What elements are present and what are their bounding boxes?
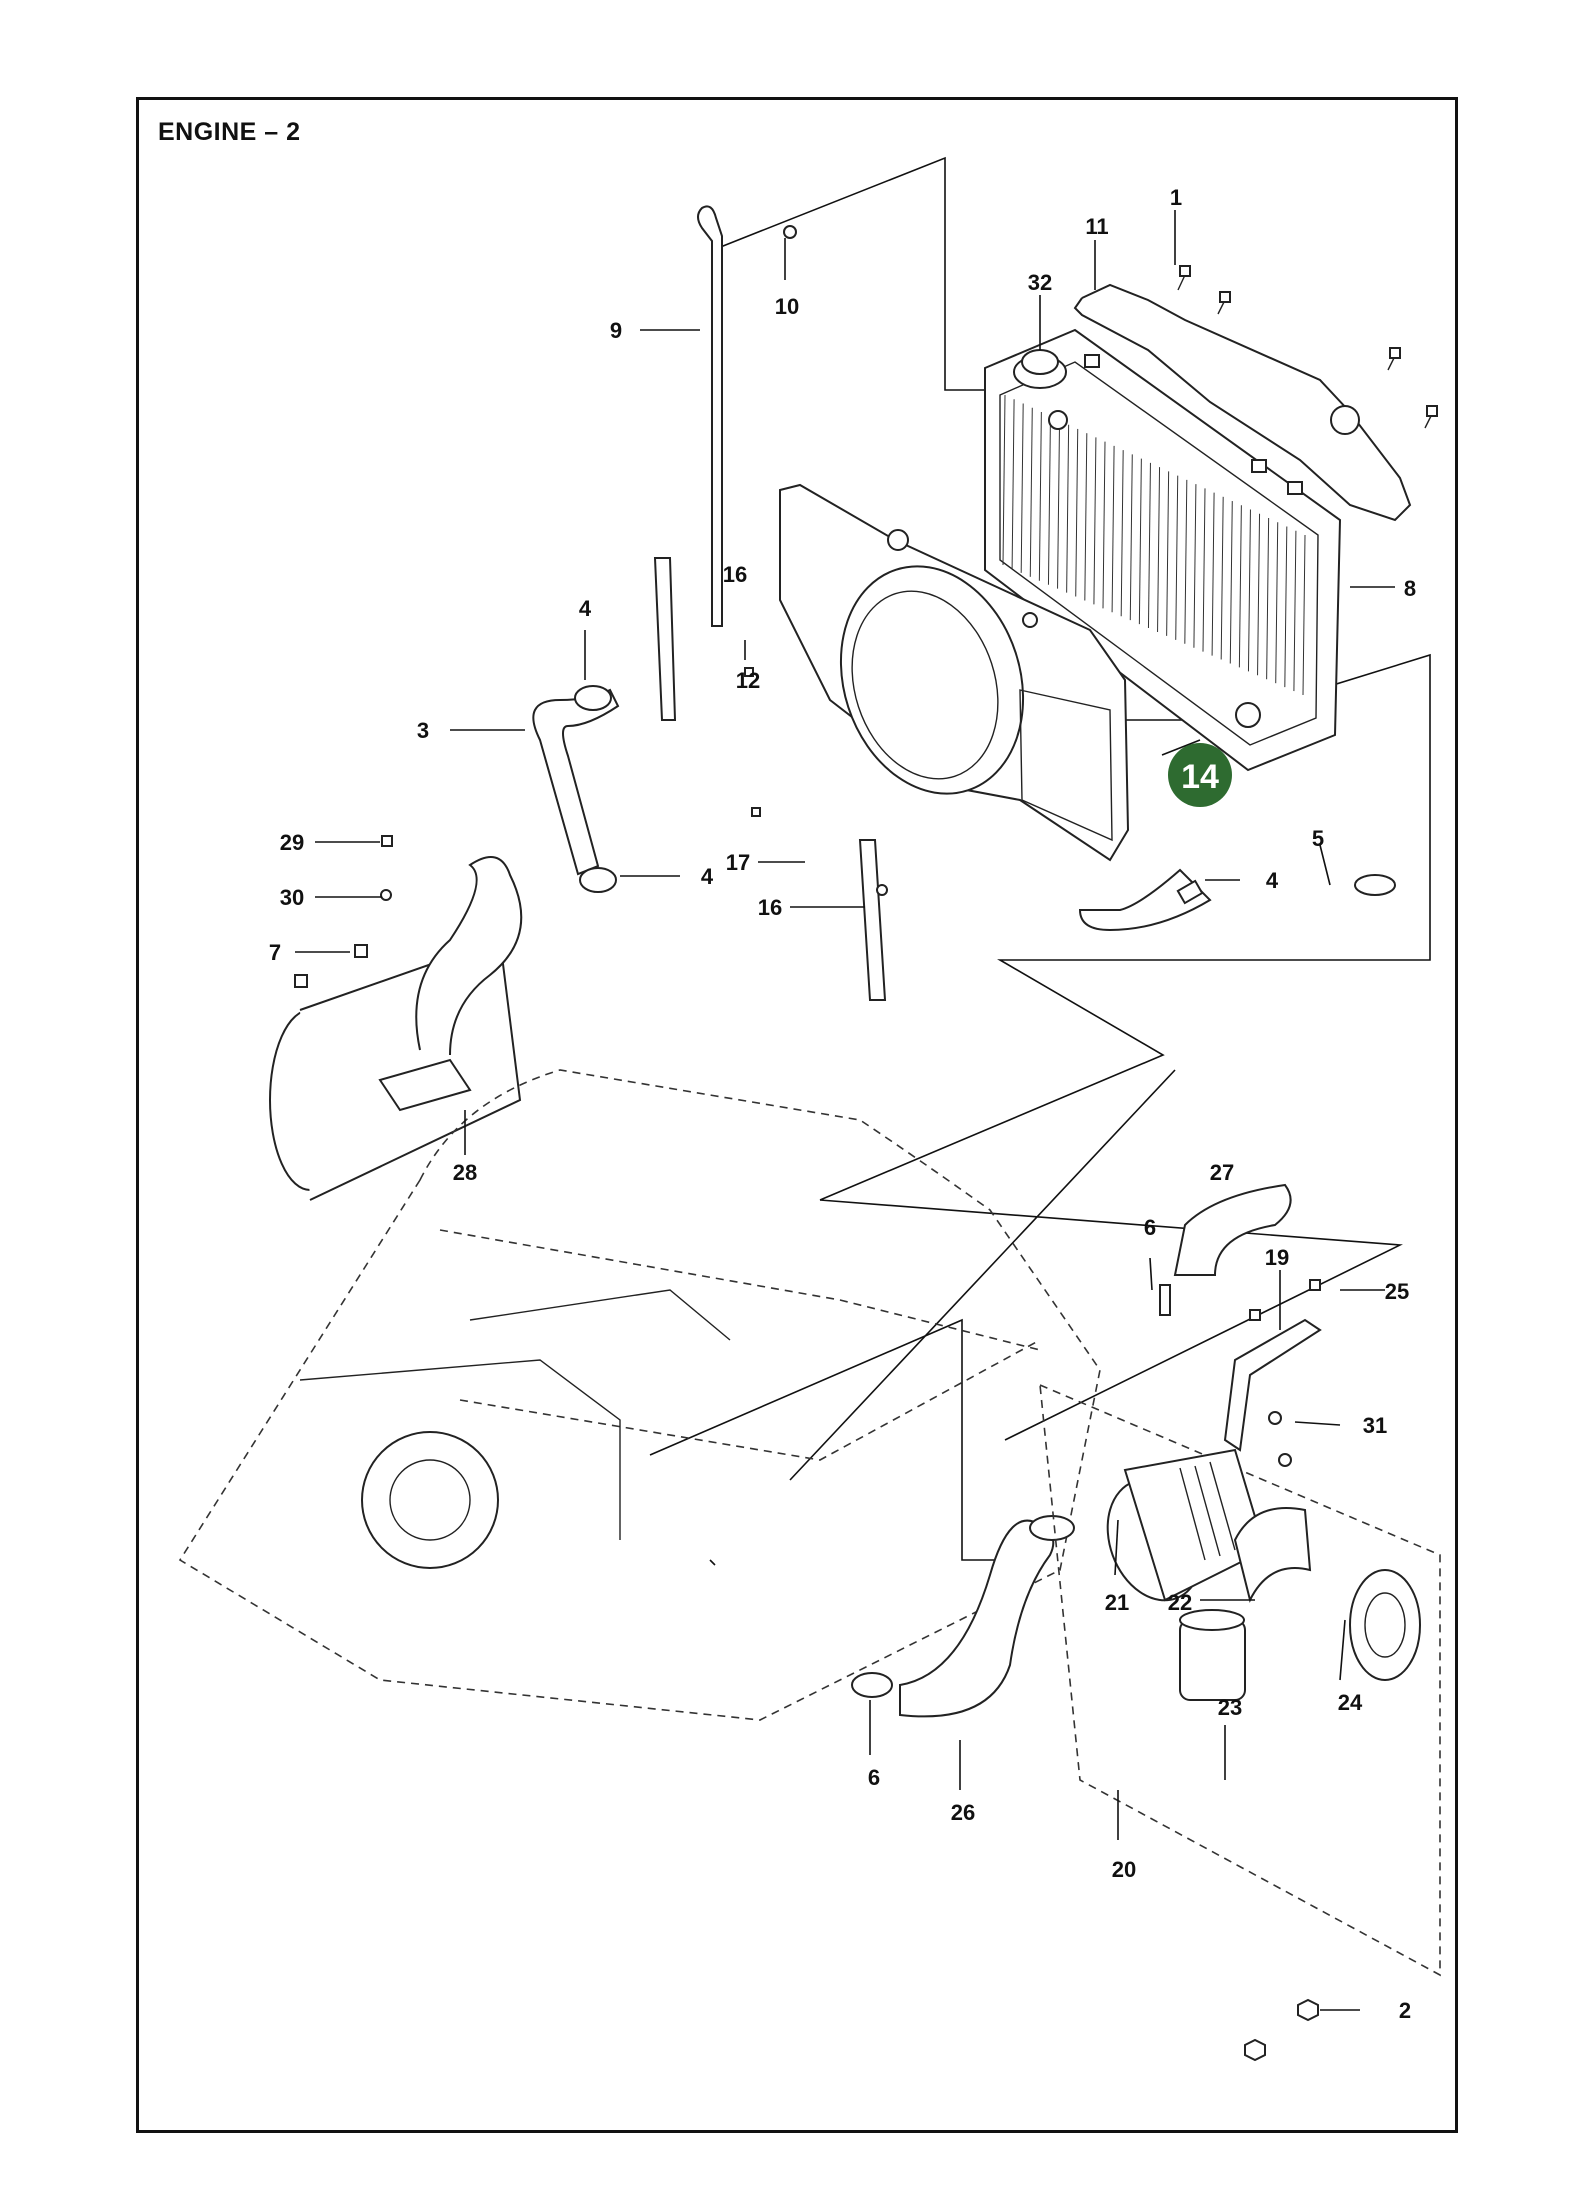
radiator-fin	[1120, 450, 1124, 617]
callout-5: 5	[1312, 826, 1324, 851]
dipstick	[697, 205, 797, 627]
radiator-cap	[1013, 349, 1067, 389]
radiator-fin	[1147, 462, 1151, 629]
engine-assembly	[178, 1069, 1101, 1721]
muffler	[269, 856, 523, 1201]
callout-labels: 1 11 32 10 9 16 4 12 8 3 29 30 17 16 4 4…	[269, 185, 1416, 2023]
upper-hose	[532, 685, 620, 893]
radiator-fin	[1193, 484, 1197, 648]
callout-22: 22	[1168, 1590, 1192, 1615]
radiator-fin	[1102, 441, 1106, 609]
callout-27: 27	[1210, 1160, 1234, 1185]
callout-3: 3	[417, 718, 429, 743]
side-brackets	[653, 557, 887, 1001]
lower-hose	[1078, 868, 1396, 932]
callout-25: 25	[1385, 1279, 1409, 1304]
callout-8: 8	[1404, 576, 1416, 601]
radiator-fin	[1220, 496, 1224, 660]
radiator-fin	[1129, 454, 1133, 621]
bolts-top	[1177, 265, 1438, 429]
callout-29: 29	[280, 830, 304, 855]
radiator-fin	[1047, 416, 1051, 585]
callout-32: 32	[1028, 270, 1052, 295]
radiator-fin	[1229, 501, 1233, 664]
callout-7: 7	[269, 940, 281, 965]
radiator	[984, 328, 1342, 772]
callout-31: 31	[1363, 1413, 1387, 1438]
diagram-frame	[136, 97, 1458, 2133]
radiator-fin	[1029, 407, 1033, 577]
radiator-fin	[1066, 424, 1070, 593]
radiator-fin	[1293, 530, 1297, 692]
callout-4-middle: 4	[701, 864, 714, 889]
radiator-fin	[1166, 471, 1170, 636]
air-cleaner-assembly	[1039, 1383, 1441, 1977]
radiator-fin	[1175, 475, 1179, 640]
radiator-fin	[1202, 488, 1206, 652]
small-hardware	[294, 667, 1321, 2062]
callout-4-upper: 4	[579, 596, 592, 621]
leader-lines	[295, 210, 1395, 2011]
filter-support-bracket	[1223, 1318, 1322, 1452]
callout-9: 9	[610, 318, 622, 343]
radiator-fin	[1184, 479, 1188, 644]
radiator-fin	[1084, 433, 1088, 601]
highlight-circle[interactable]	[1168, 743, 1232, 807]
highlighted-callout-14[interactable]: 14	[1168, 743, 1232, 807]
callout-16-upper: 16	[723, 562, 747, 587]
callout-10: 10	[775, 294, 799, 319]
callout-30: 30	[280, 885, 304, 910]
radiator-fin	[1302, 534, 1306, 696]
callout-21: 21	[1105, 1590, 1129, 1615]
radiator-fin	[1247, 509, 1251, 672]
air-intake-hose	[851, 1183, 1292, 1718]
radiator-fin	[1238, 505, 1242, 668]
radiator-fin	[1057, 420, 1061, 589]
callout-6-lower: 6	[868, 1765, 880, 1790]
highlight-number: 14	[1181, 758, 1219, 796]
callout-1: 1	[1170, 185, 1182, 210]
radiator-fin	[1157, 467, 1161, 632]
callout-26: 26	[951, 1800, 975, 1825]
radiator-fin	[1093, 437, 1097, 605]
radiator-fin	[1284, 526, 1288, 688]
callout-28: 28	[453, 1160, 477, 1185]
radiator-fin	[1038, 411, 1042, 581]
callout-24: 24	[1338, 1690, 1363, 1715]
radiator-fin	[1011, 399, 1015, 569]
callout-11: 11	[1085, 214, 1108, 239]
radiator-fin	[1111, 445, 1115, 613]
radiator-fin	[1138, 458, 1142, 625]
radiator-fin	[1257, 513, 1261, 676]
top-bracket	[1073, 283, 1412, 522]
radiator-fin	[1266, 518, 1270, 680]
callout-20: 20	[1112, 1857, 1136, 1882]
page-title: ENGINE – 2	[158, 118, 301, 146]
callout-23: 23	[1218, 1695, 1242, 1720]
radiator-fin	[1275, 522, 1279, 684]
fan-shroud	[779, 483, 1130, 862]
callout-4-right: 4	[1266, 868, 1279, 893]
callout-16-lower: 16	[758, 895, 782, 920]
callout-17: 17	[726, 850, 750, 875]
callout-2: 2	[1399, 1998, 1411, 2023]
callout-6-upper: 6	[1144, 1215, 1156, 1240]
radiator-fin	[1002, 394, 1006, 566]
radiator-fin	[1075, 428, 1079, 597]
radiator-fin	[1211, 492, 1215, 656]
radiator-fin	[1020, 403, 1024, 573]
callout-12: 12	[736, 668, 760, 693]
callout-19: 19	[1265, 1245, 1289, 1270]
